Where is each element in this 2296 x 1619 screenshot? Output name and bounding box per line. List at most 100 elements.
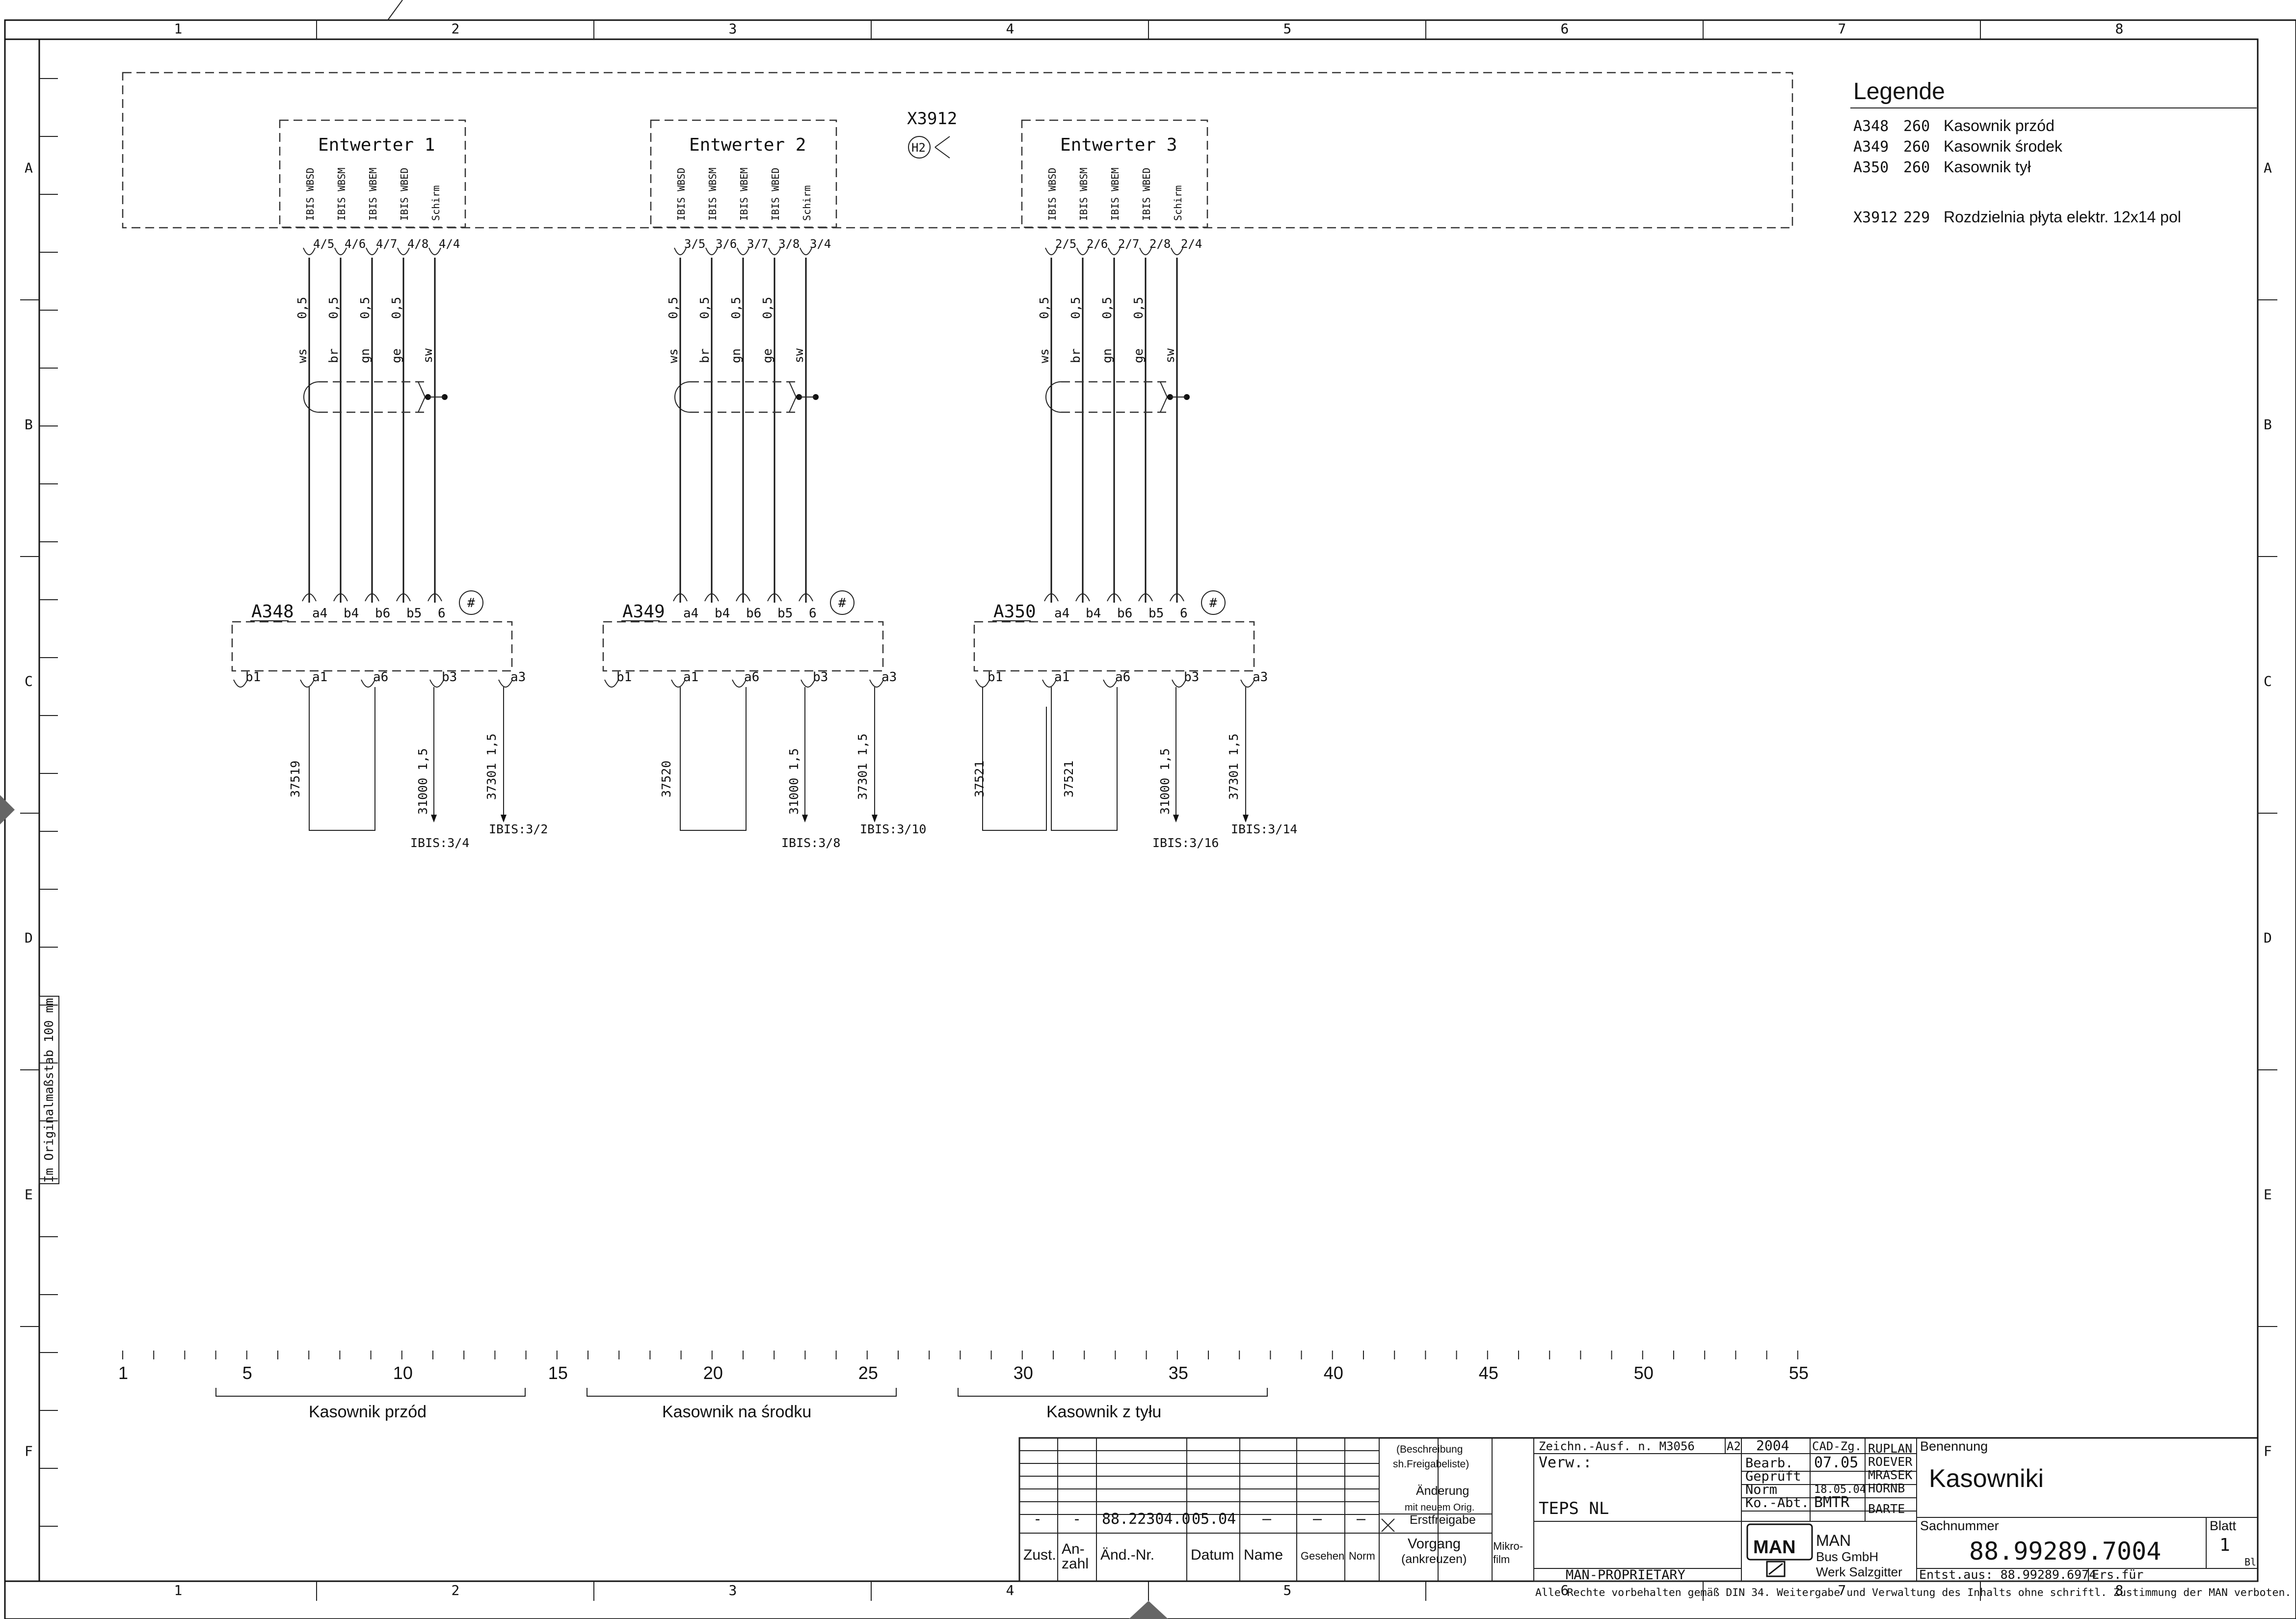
side-ticks bbox=[39, 78, 58, 1527]
wire-color: br bbox=[1068, 348, 1083, 363]
device-pin-arc bbox=[1170, 593, 1184, 602]
shield-loop-end bbox=[1045, 381, 1062, 413]
mark-symbol: # bbox=[467, 596, 475, 610]
device-pin-bottom: a1 bbox=[1054, 670, 1069, 685]
terminal-pin: 3/8 bbox=[778, 237, 800, 251]
revision-header: Zust. bbox=[1023, 1547, 1056, 1563]
ruler-group-label: Kasownik przód bbox=[309, 1403, 427, 1421]
output-arrow bbox=[431, 815, 437, 823]
shield-loop-join bbox=[418, 381, 426, 413]
x3912-board-outline bbox=[122, 72, 1793, 229]
signal-label: IBIS WBSD bbox=[675, 168, 687, 221]
sachnummer-label: Sachnummer bbox=[1920, 1518, 1999, 1533]
device-pin-top: b5 bbox=[1148, 606, 1164, 621]
blatt-value: 1 bbox=[2219, 1535, 2230, 1555]
device-pin-arc bbox=[427, 593, 442, 602]
revision-header: Änd.-Nr. bbox=[1100, 1547, 1154, 1563]
device-pin-top: b4 bbox=[1086, 606, 1101, 621]
signal-label: IBIS WBSD bbox=[304, 168, 316, 221]
cross-reference: IBIS:3/4 bbox=[410, 836, 469, 850]
device-pin-top: b4 bbox=[715, 606, 730, 621]
device-pin-arc bbox=[1107, 593, 1121, 602]
revision-header: Gesehen bbox=[1301, 1550, 1344, 1562]
cross-reference: IBIS:3/14 bbox=[1231, 822, 1297, 836]
center-mark-left bbox=[0, 795, 15, 824]
device-pin-arc-bottom bbox=[1042, 679, 1057, 688]
row-label-left-F: F bbox=[25, 1443, 33, 1460]
terminal-arc bbox=[366, 247, 378, 255]
sachnummer-value: 88.99289.7004 bbox=[1969, 1537, 2161, 1566]
col-label-bottom-3: 3 bbox=[729, 1582, 737, 1598]
revision-value: — bbox=[1313, 1511, 1322, 1528]
wire-color: sw bbox=[792, 348, 806, 363]
wire-number: 37301 1,5 bbox=[855, 734, 870, 800]
device-pin-arc bbox=[767, 593, 782, 602]
release-text: sh.Freigabeliste) bbox=[1393, 1459, 1469, 1470]
col-label-top-6: 6 bbox=[1561, 21, 1569, 37]
device-pin-arc-bottom bbox=[671, 679, 686, 688]
signal-label: IBIS WBSM bbox=[707, 168, 719, 221]
rights-notice: Alle Rechte vorbehalten gemäß DIN 34. We… bbox=[1535, 1587, 2291, 1599]
terminal-arc bbox=[1171, 247, 1183, 255]
col-label-top-2: 2 bbox=[452, 21, 460, 37]
device-pin-arc bbox=[736, 593, 750, 602]
signal-label: Schirm bbox=[430, 186, 442, 221]
terminal-arc bbox=[768, 247, 781, 255]
wire-color: ws bbox=[1037, 348, 1051, 363]
device-pin-bottom: a1 bbox=[683, 670, 698, 685]
device-pin-arc-bottom bbox=[498, 679, 513, 688]
col-label-bottom-5: 5 bbox=[1283, 1582, 1292, 1598]
row-label-right-C: C bbox=[2264, 673, 2272, 690]
scale-bar: Im Originalmaßstab 100 mm bbox=[39, 996, 59, 1184]
wire-number: 37301 1,5 bbox=[1227, 734, 1241, 800]
proprietary-label: MAN-PROPRIETARY bbox=[1566, 1567, 1685, 1583]
mark-symbol: # bbox=[838, 596, 846, 610]
device-pin-arc bbox=[704, 593, 719, 602]
wire-size: 0,5 bbox=[326, 297, 341, 319]
check-name: RUPLAN bbox=[1868, 1441, 1912, 1456]
revision-header: zahl bbox=[1062, 1556, 1089, 1572]
device-pin-top: a4 bbox=[1054, 606, 1069, 621]
cad-label: CAD-Zg. bbox=[1812, 1439, 1862, 1453]
release-text: film bbox=[1493, 1553, 1510, 1566]
man-logo-box bbox=[1746, 1523, 1813, 1561]
connector-sub: H2 bbox=[911, 141, 926, 155]
device-pin-bottom: b3 bbox=[1184, 670, 1199, 685]
row-label-left-E: E bbox=[25, 1187, 33, 1203]
device-pin-bottom: b1 bbox=[616, 670, 632, 685]
terminal-pin: 4/5 bbox=[313, 237, 334, 251]
revision-header: Datum bbox=[1191, 1547, 1234, 1563]
device-pin-bottom: b3 bbox=[442, 670, 457, 685]
legend-num: 260 bbox=[1903, 138, 1930, 156]
device-pin-bottom: b3 bbox=[813, 670, 828, 685]
col-label-bottom-8: 8 bbox=[2115, 1582, 2124, 1598]
col-label-bottom-2: 2 bbox=[452, 1582, 460, 1598]
device-pin-top: b6 bbox=[746, 606, 761, 621]
signal-label: Schirm bbox=[801, 186, 813, 221]
release-text: Vorgang bbox=[1408, 1536, 1461, 1552]
revision-value: 05.04 bbox=[1192, 1511, 1236, 1528]
ruler-number: 20 bbox=[703, 1363, 723, 1383]
release-cross bbox=[1381, 1518, 1395, 1532]
release-text: Mikro- bbox=[1493, 1540, 1523, 1552]
wire-number: 31000 1,5 bbox=[416, 748, 430, 815]
check-name: BARTE bbox=[1868, 1502, 1905, 1516]
converter-box bbox=[650, 119, 837, 228]
col-label-top-1: 1 bbox=[174, 21, 183, 37]
col-label-bottom-7: 7 bbox=[1838, 1582, 1846, 1598]
device-pin-bottom: a3 bbox=[1253, 670, 1268, 685]
wire-color: ge bbox=[389, 348, 403, 363]
shield-loop-join bbox=[789, 381, 797, 413]
device-pin-top: a4 bbox=[312, 606, 327, 621]
device-box bbox=[231, 621, 513, 672]
ruler-group-label: Kasownik na środku bbox=[662, 1403, 811, 1421]
check-label: Norm bbox=[1745, 1482, 1777, 1497]
ruler-number: 30 bbox=[1014, 1363, 1033, 1383]
man-logo: MAN bbox=[1753, 1537, 1796, 1558]
ruler-number: 35 bbox=[1169, 1363, 1188, 1383]
device-pin-arc bbox=[1075, 593, 1090, 602]
terminal-arc bbox=[1076, 247, 1089, 255]
ruler-number: 5 bbox=[242, 1363, 252, 1383]
